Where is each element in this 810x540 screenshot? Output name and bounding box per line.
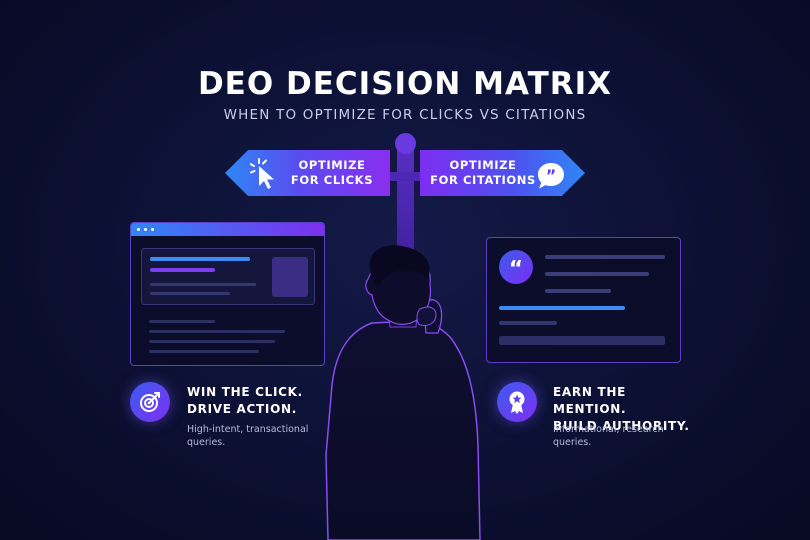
answer-text-line	[499, 321, 557, 325]
window-dot	[137, 228, 140, 231]
citations-description: Informational, research queries.	[553, 423, 723, 449]
search-result-card	[141, 248, 315, 305]
clicks-description: High-intent, transactional queries.	[187, 423, 357, 449]
award-ribbon-icon	[497, 382, 537, 422]
sign-clicks-line1: OPTIMIZE	[298, 158, 366, 172]
citation-panel: “	[486, 237, 681, 363]
window-dot	[144, 228, 147, 231]
clicks-description-line1: High-intent, transactional	[187, 424, 309, 435]
sign-citations-line1: OPTIMIZE	[449, 158, 517, 172]
clicks-heading-line2: DRIVE ACTION.	[187, 402, 297, 416]
answer-text-line	[545, 255, 665, 259]
answer-text-line	[545, 272, 649, 276]
sign-clicks[interactable]	[225, 150, 390, 196]
sign-clicks-label: OPTIMIZE FOR CLICKS	[280, 158, 384, 188]
page-text-line	[149, 330, 285, 333]
source-card	[499, 336, 665, 345]
citations-heading-line2: BUILD AUTHORITY.	[553, 419, 690, 433]
citations-heading: EARN THE MENTION. BUILD AUTHORITY.	[553, 384, 703, 435]
quote-bubble-icon: ”	[538, 163, 564, 189]
clicks-description-line2: queries.	[187, 437, 226, 448]
browser-window	[130, 222, 325, 366]
signpost-cap	[395, 133, 416, 154]
page-text-line	[149, 320, 215, 323]
sign-citations-label: OPTIMIZE FOR CITATIONS	[430, 158, 536, 188]
signpost-crossbar	[388, 172, 424, 181]
cursor-click-icon	[250, 158, 274, 189]
citations-description-line1: Informational, research	[553, 424, 664, 435]
sign-citations-line2: FOR CITATIONS	[430, 173, 536, 187]
sign-clicks-line2: FOR CLICKS	[290, 173, 374, 187]
browser-toolbar	[131, 223, 324, 236]
citations-description-line2: queries.	[553, 437, 592, 448]
citation-highlight	[499, 306, 625, 310]
answer-text-line	[545, 289, 611, 293]
page-text-line	[149, 350, 259, 353]
svg-text:“: “	[509, 260, 523, 274]
target-icon	[130, 382, 170, 422]
result-url-line	[150, 268, 215, 272]
quote-icon: “	[499, 250, 533, 284]
thinking-person-illustration	[325, 245, 481, 540]
citations-heading-line1: EARN THE MENTION.	[553, 385, 627, 416]
result-thumbnail	[272, 257, 308, 297]
page-title: DEO DECISION MATRIX	[197, 66, 613, 102]
clicks-heading-line1: WIN THE CLICK.	[187, 385, 303, 399]
svg-text:”: ”	[546, 166, 557, 185]
page-text-line	[149, 340, 275, 343]
page-subtitle: WHEN TO OPTIMIZE FOR CLICKS VS CITATIONS	[223, 107, 587, 123]
clicks-heading: WIN THE CLICK. DRIVE ACTION.	[187, 384, 337, 418]
result-text-line	[150, 283, 256, 286]
result-text-line	[150, 292, 230, 295]
window-dot	[151, 228, 154, 231]
result-title-line	[150, 257, 250, 261]
